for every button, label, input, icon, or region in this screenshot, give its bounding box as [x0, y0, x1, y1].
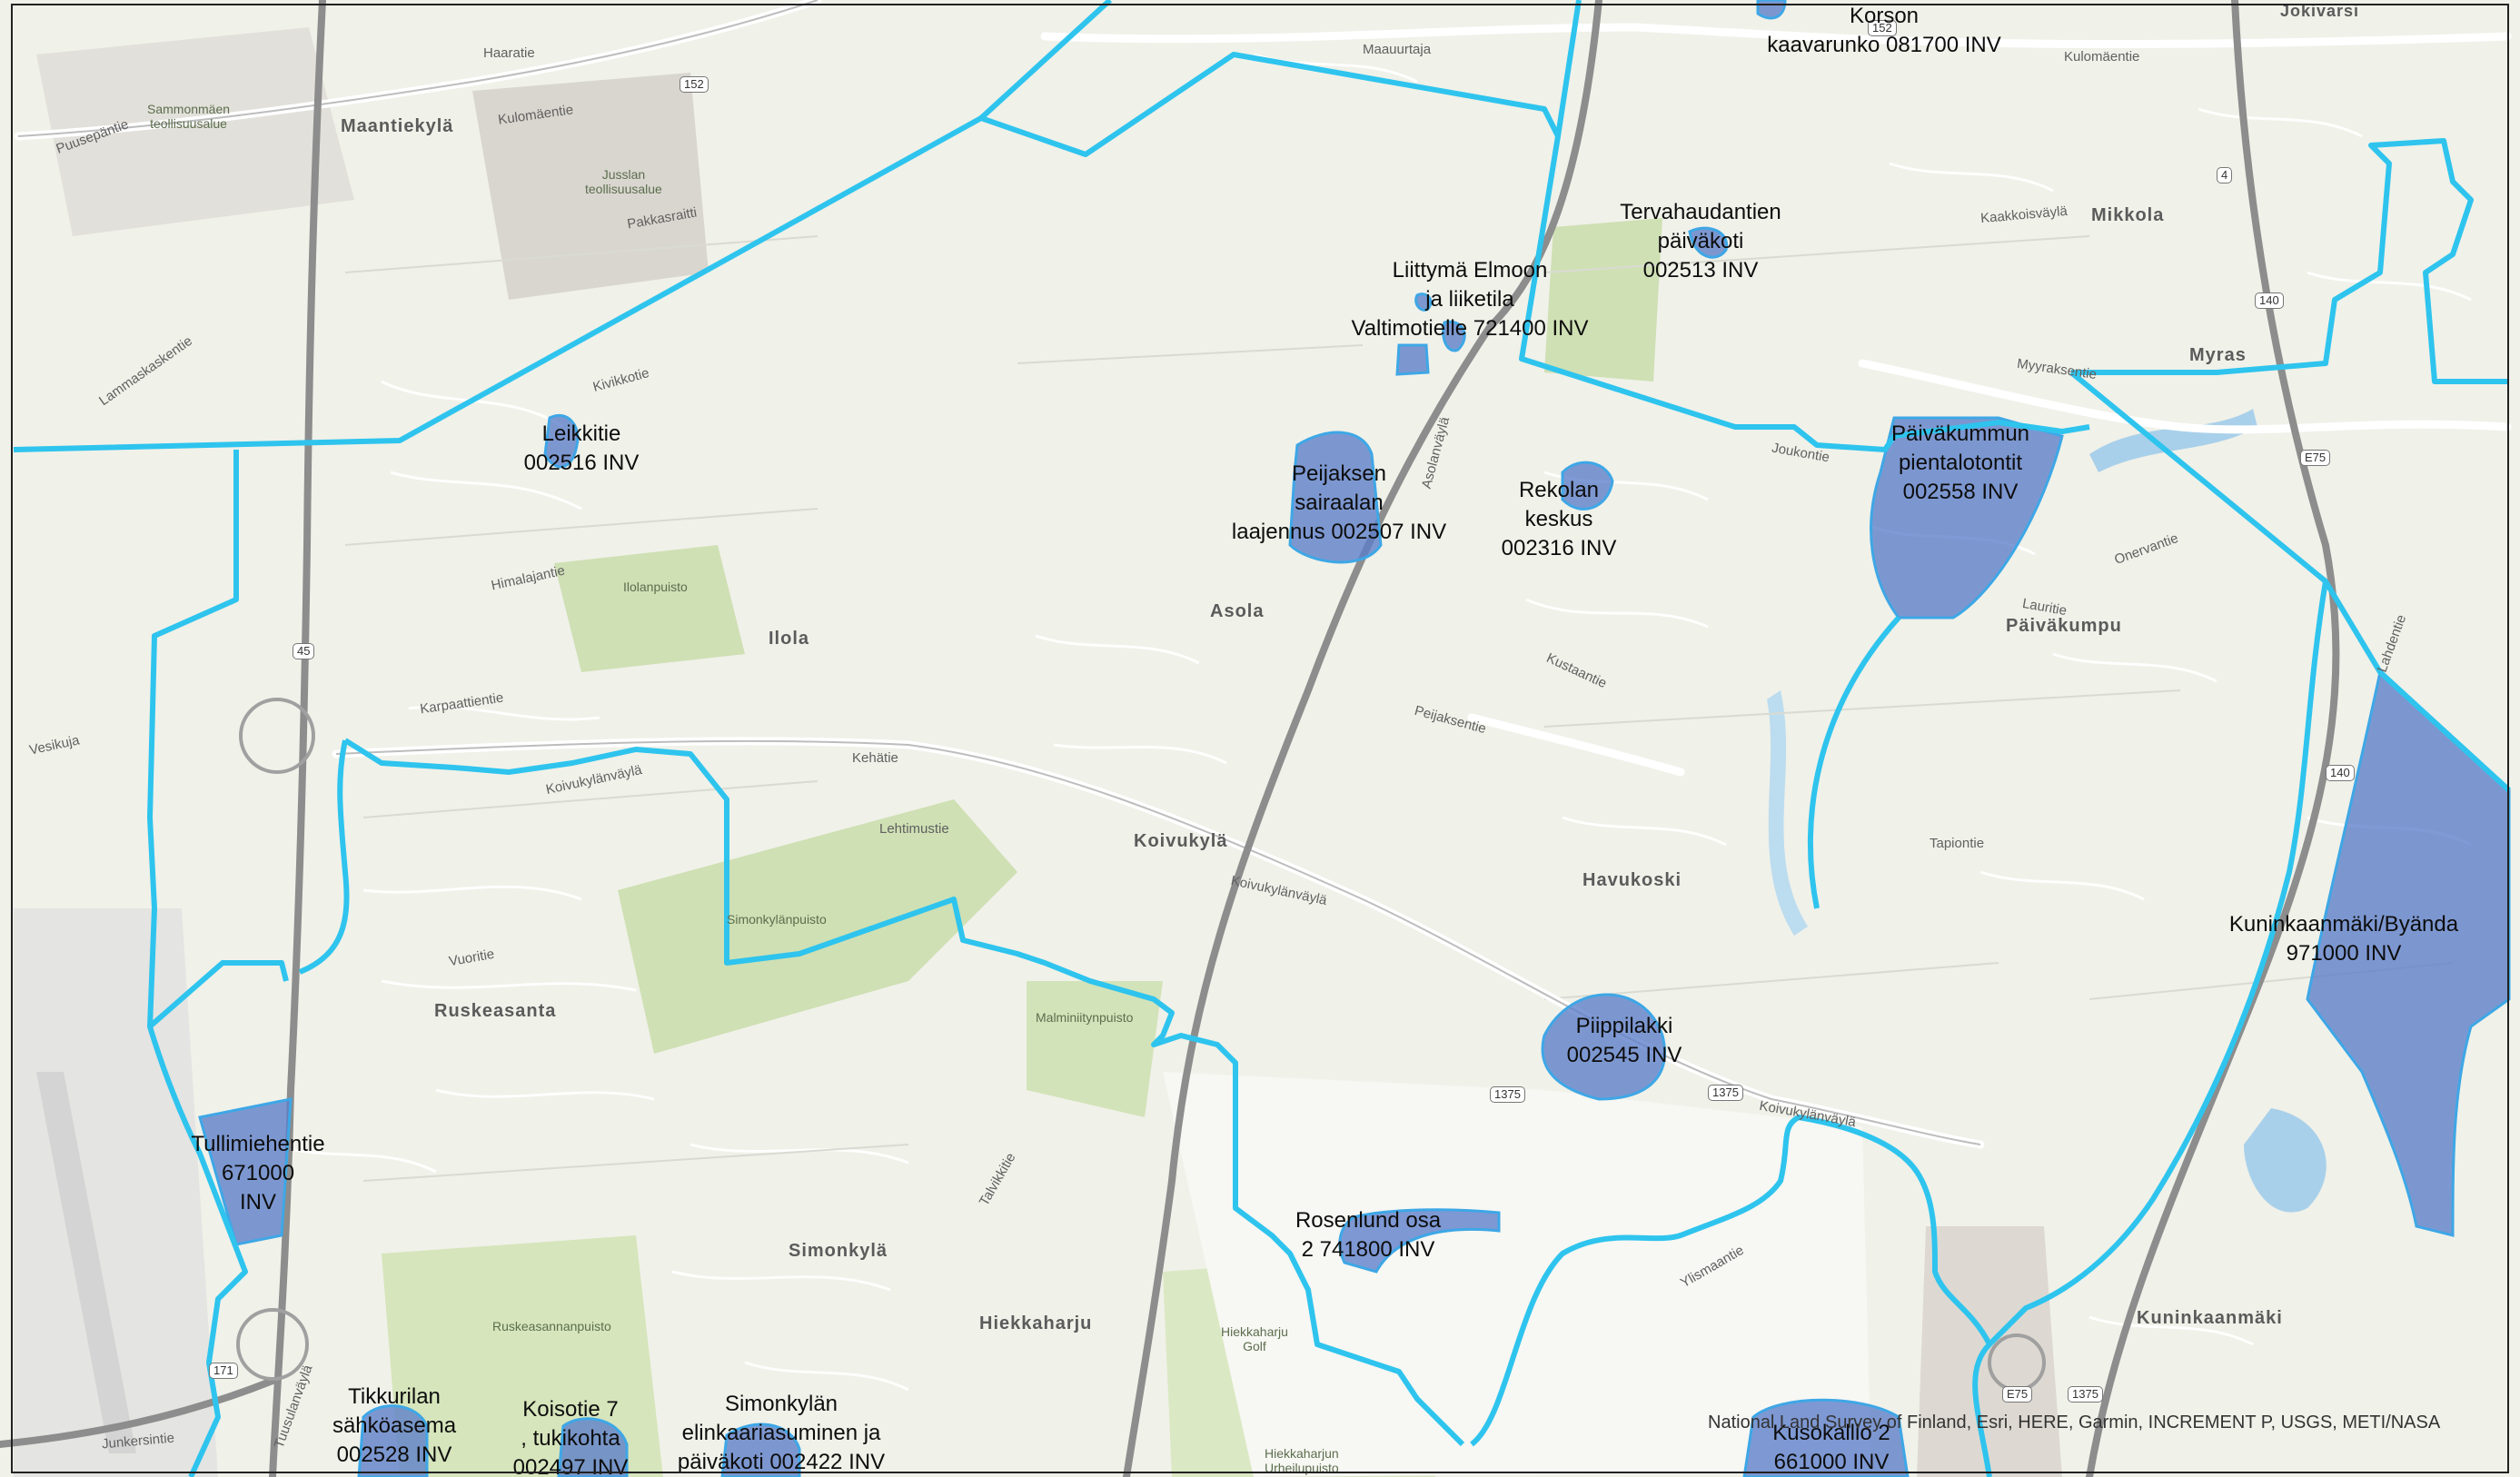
road-shield: 45: [293, 643, 315, 659]
area-tullimiehentie[interactable]: [198, 1097, 293, 1246]
area-label-tullimiehentie: Tullimiehentie 671000 INV: [191, 1132, 325, 1214]
area-paivakummun[interactable]: [1870, 416, 2064, 620]
place-ilola: Ilola: [769, 629, 810, 649]
area-label-leikkitie: Leikkitie 002516 INV: [523, 421, 640, 475]
area-label-liittyma: Liittymä Elmoon ja liiketila Valtimotiel…: [1351, 258, 1589, 341]
main-roads-casing: [17, 0, 1981, 1145]
area-rosenlund[interactable]: [1338, 1208, 1501, 1274]
road-shield: E75: [2002, 1386, 2033, 1403]
road-tapiontie: Tapiontie: [1930, 836, 1985, 851]
area-tervahaudantien[interactable]: [1688, 226, 1729, 259]
river-keravanjoki: [2089, 409, 2257, 472]
industrial-area-jussla: [472, 73, 709, 300]
area-kuninkaanmaki[interactable]: [2306, 669, 2511, 1237]
road-shield: E75: [2300, 450, 2331, 466]
park-label-ilolanpuisto: Ilolanpuisto: [623, 580, 688, 594]
road-shield: 4: [2217, 167, 2233, 183]
park-label-simonkylanpuisto: Simonkylänpuisto: [727, 912, 827, 927]
investment-areas: [198, 0, 2511, 1477]
lake: [2244, 1108, 2327, 1213]
park-label-jusslan: Jusslan teollisuusalue: [585, 167, 662, 196]
road-shield: 1375: [1708, 1085, 1743, 1101]
road-haaratie: Haaratie: [483, 45, 535, 61]
road-shield: 1375: [1490, 1086, 1525, 1103]
area-label-koisotie: Koisotie 7 , tukikohta 002497 INV: [512, 1397, 629, 1477]
area-label-tervahaudantien: Tervahaudantien päiväkoti 002513 INV: [1620, 200, 1781, 283]
place-simonkyla: Simonkylä: [789, 1241, 888, 1261]
area-liittyma-a[interactable]: [1395, 343, 1430, 376]
area-liittyma-b[interactable]: [1442, 320, 1466, 352]
road-shield: 171: [209, 1363, 238, 1379]
park-malminiitynpuisto: [1027, 981, 1163, 1117]
industrial-area-sammonmaki: [36, 27, 354, 236]
road-shield: 140: [2255, 292, 2284, 309]
block-grid: [344, 235, 2454, 1182]
park-label-hiekkaharjun-urheilupuisto: Hiekkaharjun Urheilupuisto: [1265, 1446, 1339, 1475]
area-rekolan[interactable]: [1561, 461, 1614, 511]
park-label-ruskeasannanpuisto: Ruskeasannanpuisto: [492, 1319, 611, 1333]
stream: [1767, 690, 1808, 936]
place-mikkola: Mikkola: [2091, 205, 2165, 225]
forest-hiekkaharju: [1163, 1072, 1871, 1477]
area-leikkitie[interactable]: [543, 413, 580, 469]
runway: [36, 1072, 136, 1453]
place-asola: Asola: [1210, 601, 1265, 621]
place-koivukyla: Koivukylä: [1134, 831, 1228, 851]
place-paivakumpu: Päiväkumpu: [2006, 616, 2122, 636]
area-label-simonkylan: Simonkylän elinkaariasuminen ja päiväkot…: [677, 1392, 886, 1474]
highways: [0, 0, 2340, 1477]
park-ilolanpuisto: [554, 545, 745, 672]
road-shield: 152: [1868, 20, 1897, 36]
area-label-piippilakki: Piippilakki 002545 INV: [1566, 1014, 1682, 1067]
commercial-area-jumbo: [1917, 1226, 2062, 1477]
area-koisotie[interactable]: [557, 1417, 629, 1477]
road-shield: 1375: [2068, 1386, 2103, 1403]
road-maauurtaja: Maauurtaja: [1363, 42, 1432, 57]
park-label-sammonmaen: Sammonmäen teollisuusalue: [147, 102, 231, 131]
area-label-peijaksen: Peijaksen sairaalan laajennus 002507 INV: [1231, 461, 1447, 544]
road-shield: 152: [680, 76, 709, 93]
road-kehatie: Kehätie: [852, 750, 898, 766]
area-peijaksen[interactable]: [1288, 431, 1383, 564]
area-label-korson: Korson kaavarunko 081700 INV: [1767, 4, 2001, 57]
place-maantiekyla: Maantiekylä: [341, 116, 454, 136]
area-label-tikkurilan: Tikkurilan sähköasema 002528 INV: [332, 1384, 457, 1467]
road-shield: 140: [2326, 765, 2355, 781]
park-simonkylanpuisto: [618, 799, 1017, 1054]
area-kusokallio[interactable]: [1742, 1398, 1910, 1477]
road-lehtimustie: Lehtimustie: [879, 821, 949, 837]
place-kuninkaanmaki: Kuninkaanmäki: [2137, 1308, 2283, 1328]
area-label-kusokallio: Kusokallio 2 661000 INV: [1772, 1421, 1890, 1474]
area-simonkylan[interactable]: [720, 1422, 801, 1477]
park-ruskeasannanpuisto: [382, 1235, 663, 1477]
area-label-rosenlund: Rosenlund osa 2 741800 INV: [1295, 1208, 1442, 1262]
park-label-hiekkaharju-golf: Hiekkaharju Golf: [1221, 1324, 1288, 1353]
place-jokivarsi: Jokivarsi: [2280, 2, 2360, 20]
area-piippilakki[interactable]: [1541, 993, 1666, 1101]
place-ruskeasanta: Ruskeasanta: [434, 1001, 557, 1021]
area-tikkurilan[interactable]: [357, 1404, 429, 1477]
place-hiekkaharju: Hiekkaharju: [979, 1313, 1093, 1333]
airport-area: [14, 908, 218, 1477]
area-label-paivakummun: Päiväkummun pientalotontit 002558 INV: [1890, 421, 2030, 504]
area-label-kuninkaanmaki: Kuninkaanmäki/Byända 971000 INV: [2228, 912, 2459, 966]
park-tervahauta: [1544, 218, 1662, 382]
area-label-rekolan: Rekolan keskus 002316 INV: [1501, 478, 1617, 560]
district-boundaries: [13, 0, 2512, 1477]
place-myras: Myras: [2189, 345, 2247, 365]
place-havukoski: Havukoski: [1582, 870, 1682, 890]
map-attribution: National Land Survey of Finland, Esri, H…: [1708, 1413, 2441, 1432]
park-label-malminiitynpuisto: Malminiitynpuisto: [1036, 1010, 1134, 1025]
area-liittyma-c[interactable]: [1414, 292, 1433, 312]
road-kulomaentie-e: Kulomäentie: [2064, 49, 2140, 64]
